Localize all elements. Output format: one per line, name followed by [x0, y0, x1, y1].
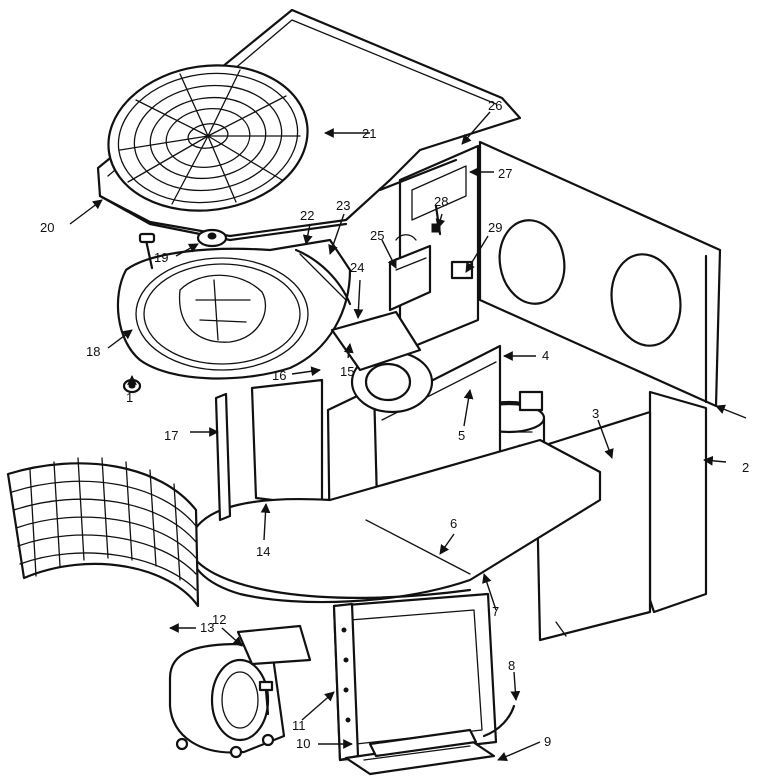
callout-1: 1 [126, 390, 133, 405]
mounting-bracket [236, 624, 312, 666]
callout-3: 3 [592, 406, 599, 421]
callout-8: 8 [508, 658, 515, 673]
drain-tube [482, 704, 516, 738]
callout-29: 29 [488, 220, 502, 235]
cabinet-side-panel [478, 140, 722, 408]
callout-28: 28 [434, 194, 448, 209]
callout-21: 21 [362, 126, 376, 141]
leader-lines [69, 111, 747, 762]
support-post [214, 392, 232, 522]
callout-27: 27 [498, 166, 512, 181]
callout-12: 12 [212, 612, 226, 627]
fan-motor [330, 310, 434, 414]
callout-17: 17 [164, 428, 178, 443]
callout-16: 16 [272, 368, 286, 383]
callout-19: 19 [154, 250, 168, 265]
callout-26: 26 [488, 98, 502, 113]
callout-labels: 1 2 3 4 5 6 7 8 9 10 11 12 13 14 15 16 1… [40, 98, 749, 751]
callout-25: 25 [370, 228, 384, 243]
callout-24: 24 [350, 260, 364, 275]
wire-retainer-strip [294, 248, 352, 306]
callout-9: 9 [544, 734, 551, 749]
callout-6: 6 [450, 516, 457, 531]
callout-23: 23 [336, 198, 350, 213]
callout-5: 5 [458, 428, 465, 443]
callout-13: 13 [200, 620, 214, 635]
blower-housing [168, 642, 286, 759]
callout-14: 14 [256, 544, 270, 559]
bolt [258, 680, 274, 716]
base-pan [188, 438, 602, 604]
callout-7: 7 [492, 604, 499, 619]
callout-11: 11 [292, 718, 306, 733]
callout-10: 10 [296, 736, 310, 751]
coil-bottom-rail [368, 728, 478, 758]
callout-22: 22 [300, 208, 314, 223]
callout-18: 18 [86, 344, 100, 359]
callout-20: 20 [40, 220, 54, 235]
callout-4: 4 [542, 348, 549, 363]
coil-guard [6, 457, 200, 608]
control-box [378, 144, 480, 354]
callout-15: 15 [340, 364, 354, 379]
fan-grille [107, 64, 309, 212]
callout-2: 2 [742, 460, 749, 475]
screw [138, 232, 156, 270]
fan-hub [196, 228, 228, 248]
fan-orifice-panel [116, 238, 352, 380]
